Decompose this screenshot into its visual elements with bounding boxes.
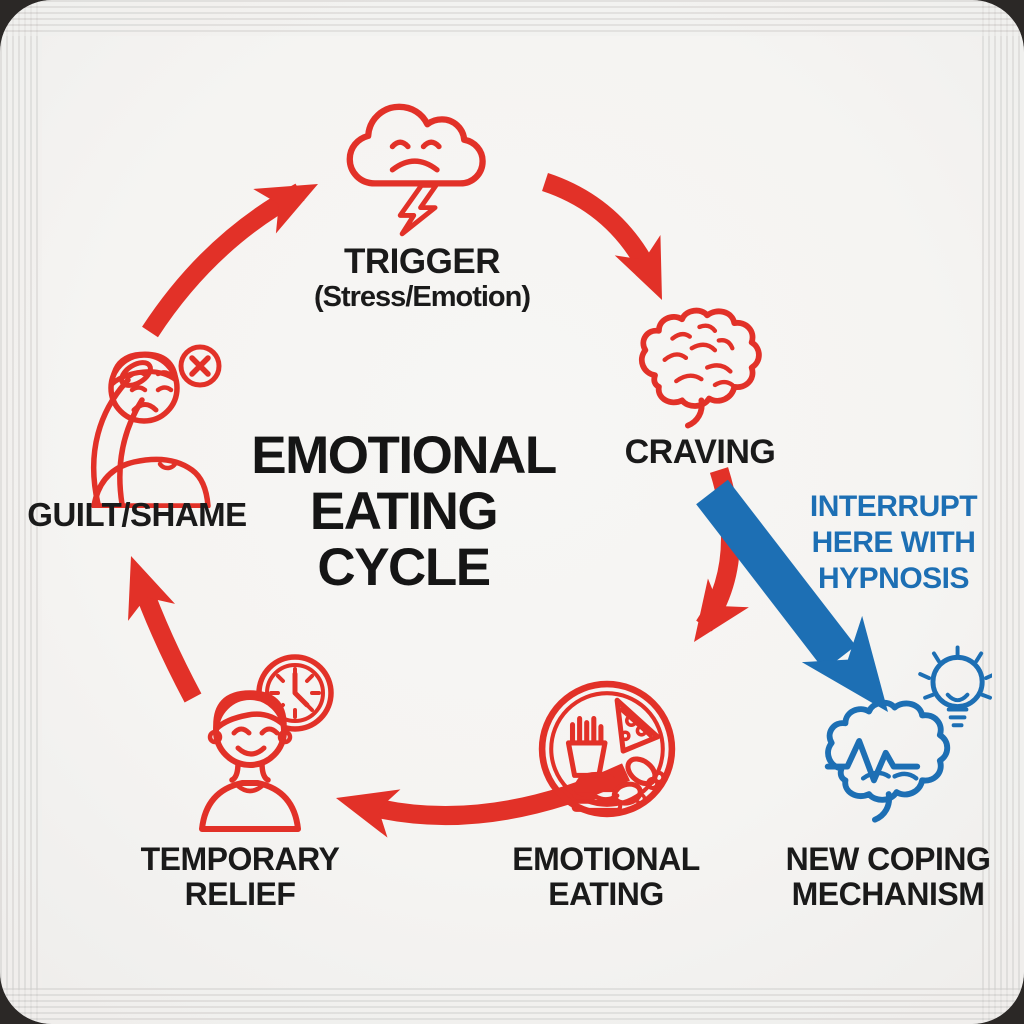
relaxed-person-clock-icon: [188, 652, 338, 832]
craving-label: CRAVING: [624, 433, 776, 471]
board-frame-top: [0, 0, 1024, 36]
trigger-sublabel: (Stress/Emotion): [313, 281, 531, 313]
brain-icon: [626, 303, 771, 435]
new-coping-label: NEW COPING MECHANISM: [785, 841, 991, 913]
facepalm-person-icon: [78, 336, 228, 508]
interrupt-callout: INTERRUPT HERE WITH HYPNOSIS: [809, 490, 978, 595]
diagram-title: EMOTIONAL EATING CYCLE: [251, 426, 557, 598]
emotional-eating-label: EMOTIONAL EATING: [512, 841, 700, 913]
error-x-badge-icon: [178, 344, 222, 388]
calm-brain-lightbulb-icon: [810, 645, 992, 835]
temporary-relief-label: TEMPORARY RELIEF: [140, 841, 340, 913]
guilt-shame-label: GUILT/SHAME: [27, 496, 247, 533]
arrow-craving-to-eating: [694, 467, 749, 642]
board-frame-left: [0, 0, 42, 1024]
storm-cloud-icon: [342, 90, 502, 238]
junk-food-plate-icon: [536, 678, 678, 820]
arrow-relief-to-guilt: [128, 556, 202, 703]
board-frame-right: [982, 0, 1024, 1024]
trigger-label: TRIGGER: [344, 242, 500, 281]
board-frame-bottom: [0, 988, 1024, 1024]
